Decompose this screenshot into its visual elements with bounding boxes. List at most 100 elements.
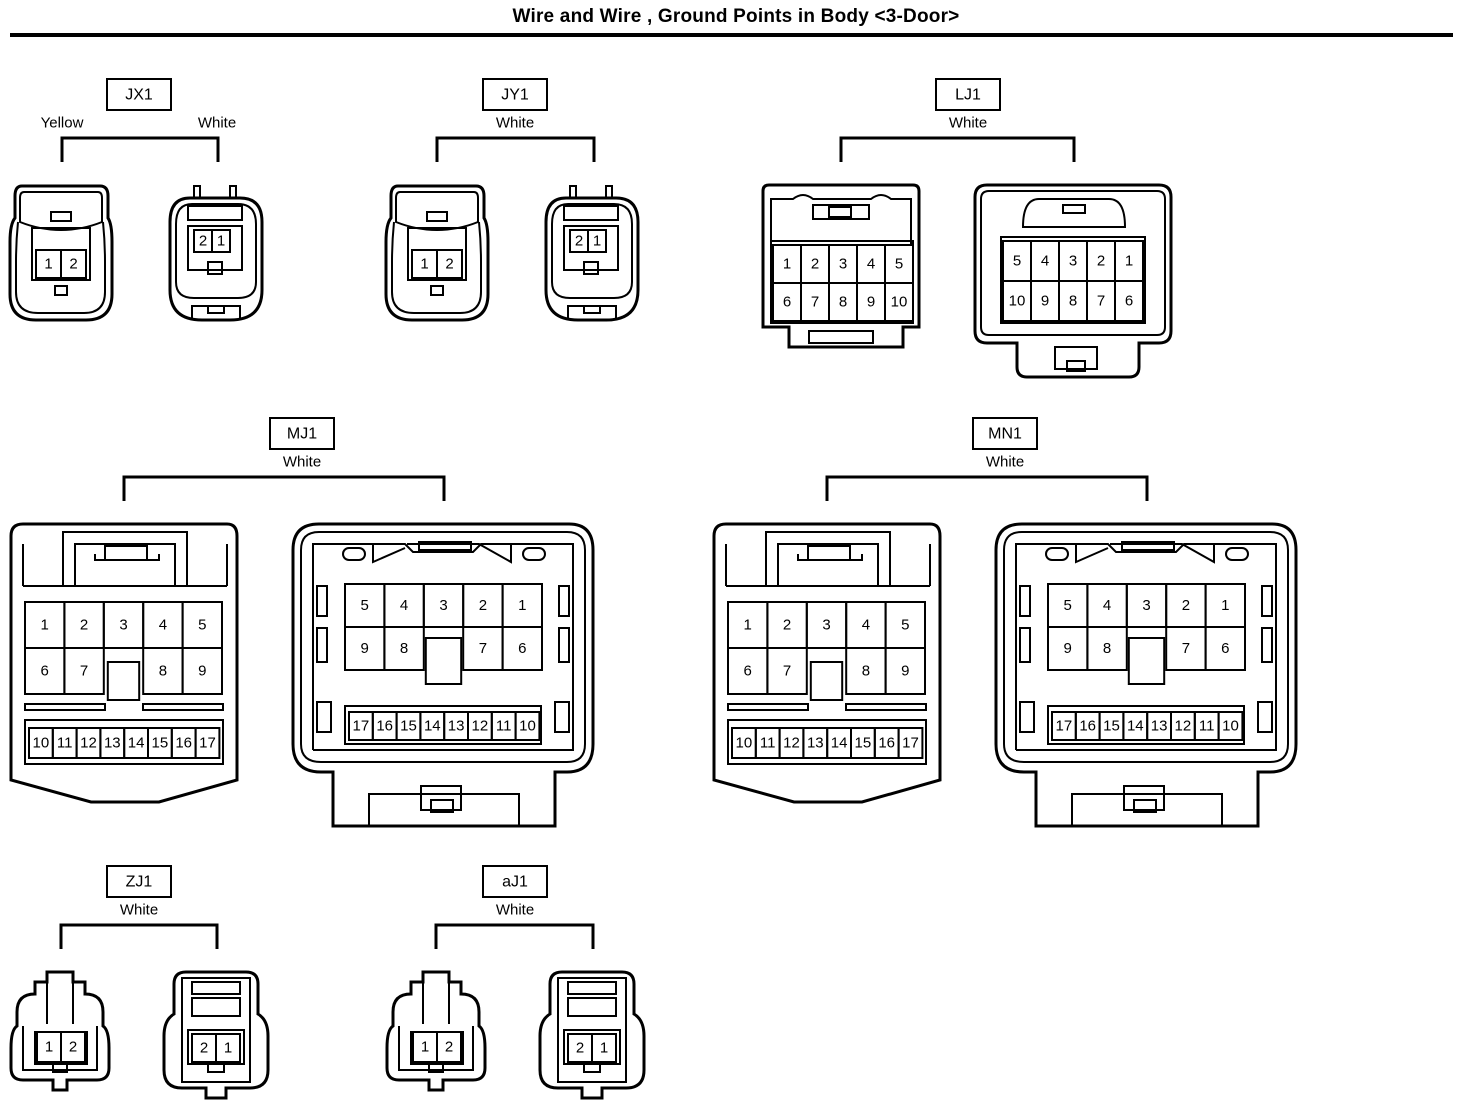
pin-number: 2 <box>199 233 207 250</box>
pin-number: 11 <box>760 735 776 752</box>
outline <box>368 793 520 826</box>
pin-number: 1 <box>593 233 601 250</box>
pin-cell: 6 <box>772 282 802 322</box>
pin-number: 7 <box>1097 293 1105 310</box>
pin-number: 2 <box>69 1039 77 1056</box>
pin-cell: 2 <box>193 229 213 253</box>
pin-cell: 3 <box>828 244 858 284</box>
pin-cell: 16 <box>1074 711 1101 741</box>
outline <box>1062 204 1086 214</box>
outline <box>342 547 366 561</box>
pin-number: 7 <box>783 663 791 680</box>
pin-cell: 4 <box>142 601 184 649</box>
pin-box <box>194 727 221 759</box>
pin-number: 6 <box>41 663 49 680</box>
pin-number: 13 <box>807 735 824 752</box>
pin-number: 11 <box>1199 718 1215 735</box>
pin-cell: 2 <box>191 1033 217 1063</box>
pin-cell: 9 <box>1047 626 1089 671</box>
connector-code-box <box>482 865 548 898</box>
pin-number: 17 <box>1056 718 1073 735</box>
pin-number: 6 <box>518 640 526 657</box>
pin-number: 16 <box>175 735 192 752</box>
pin-number: 17 <box>353 718 370 735</box>
outline <box>385 970 487 1092</box>
outline <box>544 196 640 322</box>
pin-number: 1 <box>1221 597 1229 614</box>
outline <box>9 970 111 1092</box>
pin-cell: 1 <box>591 1033 617 1063</box>
pin-number: 14 <box>424 718 441 735</box>
outline <box>430 285 444 296</box>
outline <box>583 261 599 275</box>
pin-number: 9 <box>1064 640 1072 657</box>
outline <box>807 545 851 561</box>
pin-cell: 3 <box>1125 583 1168 628</box>
pin-cell: 7 <box>766 647 808 695</box>
pin-box <box>1204 626 1246 671</box>
pin-number: 10 <box>891 294 908 311</box>
outline <box>106 661 141 701</box>
connector-code-box <box>972 417 1038 450</box>
pin-box <box>897 727 924 759</box>
pin-cell: 3 <box>422 583 465 628</box>
pin-number: 8 <box>1069 293 1077 310</box>
outline <box>1003 531 1289 763</box>
outline <box>558 627 570 663</box>
pin-box <box>884 282 914 322</box>
pin-cell: 1 <box>1114 240 1144 282</box>
pin-number: 2 <box>445 256 453 273</box>
outline <box>839 136 1076 162</box>
pin-cell: 2 <box>567 1033 593 1063</box>
pin-cell: 2 <box>60 249 87 279</box>
outline <box>973 183 1173 379</box>
pin-number: 2 <box>811 256 819 273</box>
outline <box>583 305 601 314</box>
connector-code: LJ1 <box>955 87 981 104</box>
outline <box>391 221 482 314</box>
pin-cell: 8 <box>383 626 425 671</box>
pin-cell: 13 <box>443 711 470 741</box>
pin-cell: 3 <box>805 601 848 649</box>
pin-cell: 5 <box>344 583 386 628</box>
pin-number: 1 <box>783 256 791 273</box>
pin-number: 9 <box>1041 293 1049 310</box>
outline <box>384 184 490 322</box>
pin-cell: 5 <box>884 601 926 649</box>
pin-number: 5 <box>198 617 206 634</box>
outline <box>1019 627 1031 663</box>
outline <box>407 227 467 281</box>
outline <box>1071 793 1223 826</box>
pin-number: 12 <box>783 735 800 752</box>
pin-number: 6 <box>783 294 791 311</box>
pin-number: 10 <box>519 718 536 735</box>
pin-box <box>884 647 926 695</box>
outline <box>207 261 223 275</box>
pin-cell: 15 <box>850 727 876 759</box>
pin-number: 12 <box>80 735 97 752</box>
pin-cell: 3 <box>1058 240 1088 282</box>
pin-number: 8 <box>400 640 408 657</box>
pin-cell: 13 <box>802 727 829 759</box>
pin-cell: 2 <box>800 244 830 284</box>
pin-number: 10 <box>736 735 753 752</box>
pin-number: 13 <box>448 718 465 735</box>
outline <box>725 544 931 586</box>
outline <box>605 185 613 199</box>
outline <box>22 544 228 586</box>
wire-color: White <box>496 115 534 132</box>
connector-code-box <box>482 78 548 111</box>
outline <box>563 225 619 271</box>
pin-cell: 8 <box>828 282 858 322</box>
pin-number: 16 <box>376 718 393 735</box>
pin-cell: 1 <box>215 1033 241 1063</box>
pin-number: 1 <box>224 1040 232 1057</box>
pin-cell: 16 <box>170 727 197 759</box>
pin-box <box>63 647 105 695</box>
